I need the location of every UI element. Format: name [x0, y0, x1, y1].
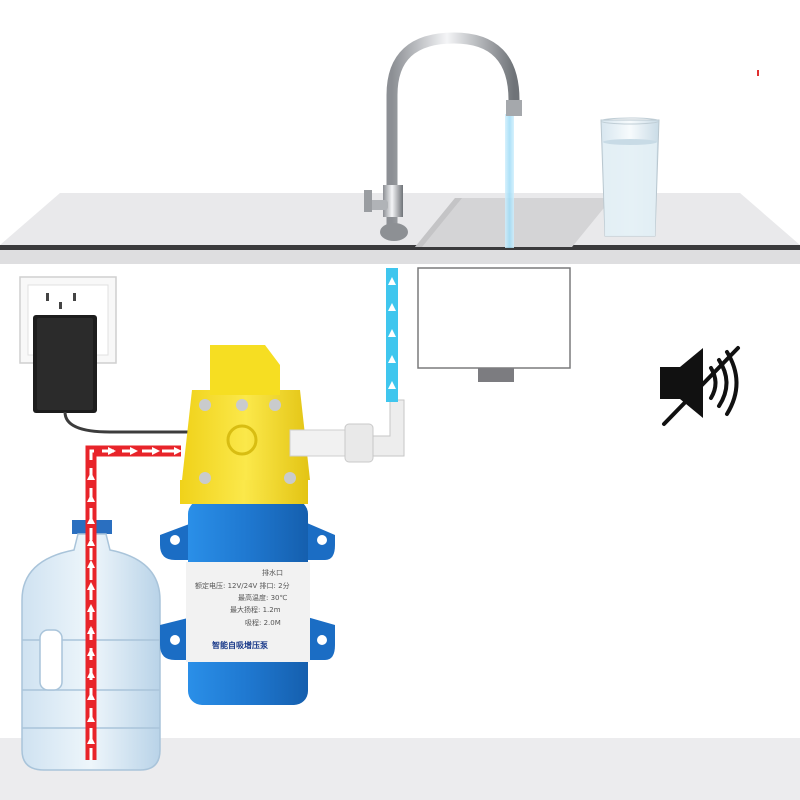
faucet-water-stream: [505, 114, 514, 248]
flow-arrow-icon: [87, 626, 95, 634]
pump-label: 排水口 额定电压: 12V/24V 排口: 2分 最高温度: 30℃ 最大扬程:…: [195, 568, 290, 650]
flow-arrow-icon: [388, 277, 396, 285]
flow-arrow-icon: [87, 736, 95, 744]
flow-arrow-icon: [87, 714, 95, 722]
flow-arrow-icon: [87, 582, 95, 590]
flow-arrow-icon: [87, 560, 95, 568]
flow-arrow-icon: [87, 670, 95, 678]
water-glass: [600, 117, 660, 237]
flow-arrow-icon: [108, 447, 116, 455]
pump-label-row5: 吸程: 2.0M: [245, 618, 281, 627]
pump-label-row1: 排水口: [262, 568, 283, 577]
flow-arrow-icon: [388, 329, 396, 337]
inlet-water-flow: [85, 445, 181, 760]
flow-arrow-icon: [87, 516, 95, 524]
flow-arrow-icon: [87, 472, 95, 480]
flow-arrow-icon: [87, 692, 95, 700]
mute-speaker-icon: [660, 346, 740, 426]
flow-arrow-icon: [388, 381, 396, 389]
pump-label-row3: 最高温度: 30℃: [238, 593, 287, 602]
flow-arrow-icon: [87, 648, 95, 656]
flow-arrow-icon: [87, 538, 95, 546]
pump-label-row4: 最大扬程: 1.2m: [230, 605, 281, 614]
faucet: [364, 32, 522, 241]
flow-arrow-icon: [388, 355, 396, 363]
booster-pump: [160, 345, 405, 705]
pump-label-title: 智能自吸增压泵: [212, 640, 268, 650]
red-mark: [757, 70, 759, 76]
flow-arrow-icon: [87, 494, 95, 502]
flow-arrow-icon: [152, 447, 160, 455]
flow-arrow-icon: [87, 604, 95, 612]
power-adapter-icon: [33, 315, 190, 434]
flow-arrow-icon: [388, 303, 396, 311]
flow-arrow-icon: [174, 447, 182, 455]
flow-arrow-icon: [130, 447, 138, 455]
pump-label-row2: 额定电压: 12V/24V 排口: 2分: [195, 581, 290, 590]
